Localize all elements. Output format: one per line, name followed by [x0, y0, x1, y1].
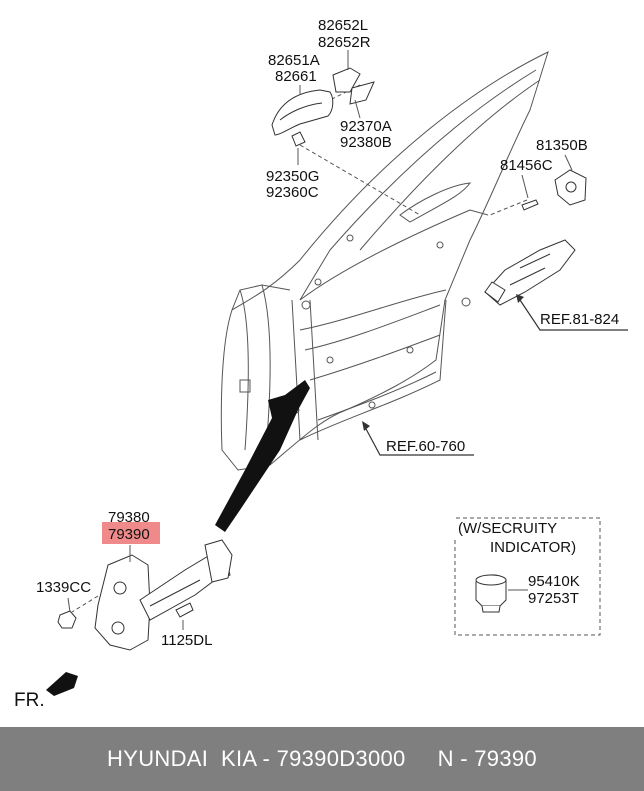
door-checker	[57, 539, 233, 651]
label-leaders	[297, 50, 573, 591]
label-82651A: 82651A	[268, 52, 320, 69]
label-ref-60-760: REF.60-760	[386, 438, 465, 455]
footer-bar: HYUNDAI KIA - 79390D3000 N - 79390	[0, 727, 644, 791]
ref-pointers	[364, 299, 628, 456]
latch-assembly	[484, 239, 576, 306]
label-security-line2: INDICATOR)	[490, 539, 576, 556]
label-92360C: 92360C	[266, 184, 319, 201]
label-81456C: 81456C	[500, 157, 553, 174]
label-security-line1: (W/SECRUITY	[458, 520, 557, 537]
front-arrow-icon	[46, 672, 78, 696]
label-97253T: 97253T	[528, 590, 579, 607]
label-95410K: 95410K	[528, 573, 580, 590]
label-ref-81-824: REF.81-824	[540, 311, 619, 328]
checker-leaders	[67, 545, 184, 630]
security-indicator-part	[475, 574, 507, 613]
footer-part-number: HYUNDAI KIA - 79390D3000 N - 79390	[107, 746, 537, 771]
leader-lines	[299, 84, 601, 636]
label-92350G: 92350G	[266, 168, 319, 185]
label-82652L: 82652L	[318, 17, 368, 34]
label-92380B: 92380B	[340, 134, 392, 151]
label-1339CC: 1339CC	[36, 579, 91, 596]
label-1125DL: 1125DL	[161, 632, 212, 649]
label-79390: 79390	[108, 526, 150, 543]
outside-handle	[271, 67, 375, 147]
striker	[521, 169, 587, 211]
label-82652R: 82652R	[318, 34, 371, 51]
label-82661: 82661	[275, 68, 317, 85]
label-79380: 79380	[108, 509, 150, 526]
ref-arrowheads	[362, 294, 524, 431]
label-92370A: 92370A	[340, 118, 392, 135]
checker-callout-band	[215, 380, 310, 532]
label-fr: FR.	[14, 690, 45, 711]
label-81350B: 81350B	[536, 137, 588, 154]
highlight-box	[102, 522, 160, 544]
part-labels: 82652L 82652R 82651A 82661 92370A 92380B…	[14, 17, 619, 711]
